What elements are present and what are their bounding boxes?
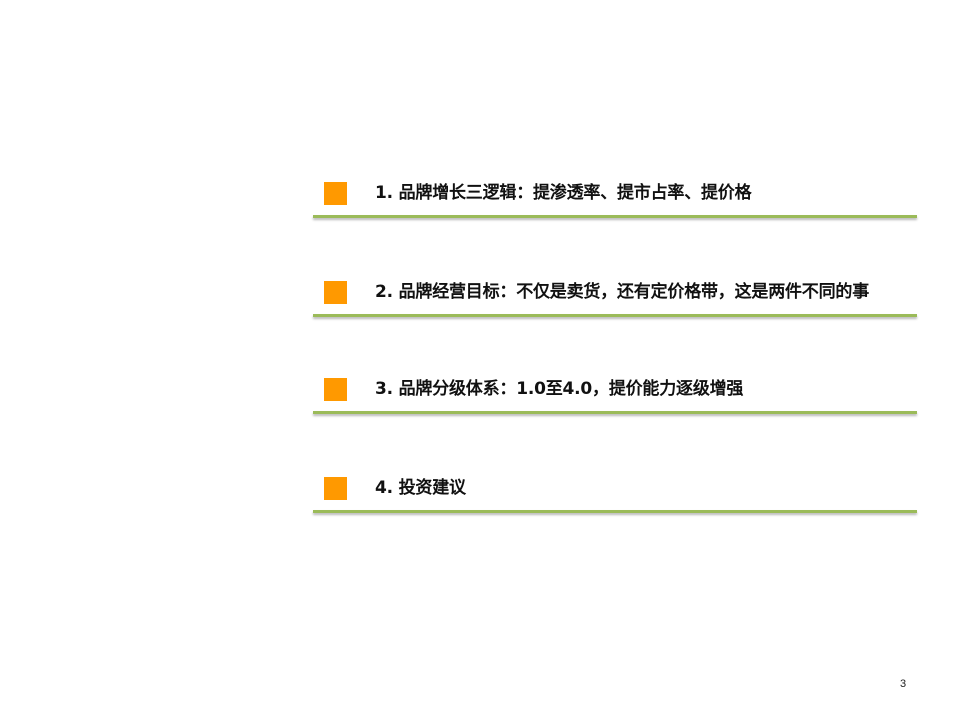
green-underline-divider: [313, 411, 917, 414]
orange-square-bullet-icon: [324, 378, 347, 401]
agenda-item-4: 4. 投资建议: [313, 477, 917, 517]
agenda-item-1: 1. 品牌增长三逻辑：提渗透率、提市占率、提价格: [313, 182, 917, 222]
green-underline-divider: [313, 215, 917, 218]
page-number: 3: [900, 678, 907, 690]
agenda-item-label: 4. 投资建议: [375, 478, 466, 498]
agenda-item-3: 3. 品牌分级体系：1.0至4.0，提价能力逐级增强: [313, 378, 917, 418]
agenda-item-2: 2. 品牌经营目标：不仅是卖货，还有定价格带，这是两件不同的事: [313, 281, 917, 321]
agenda-item-label: 2. 品牌经营目标：不仅是卖货，还有定价格带，这是两件不同的事: [375, 282, 870, 302]
agenda-item-label: 1. 品牌增长三逻辑：提渗透率、提市占率、提价格: [375, 183, 752, 203]
orange-square-bullet-icon: [324, 182, 347, 205]
green-underline-divider: [313, 510, 917, 513]
agenda-item-label: 3. 品牌分级体系：1.0至4.0，提价能力逐级增强: [375, 379, 744, 399]
orange-square-bullet-icon: [324, 281, 347, 304]
orange-square-bullet-icon: [324, 477, 347, 500]
green-underline-divider: [313, 314, 917, 317]
